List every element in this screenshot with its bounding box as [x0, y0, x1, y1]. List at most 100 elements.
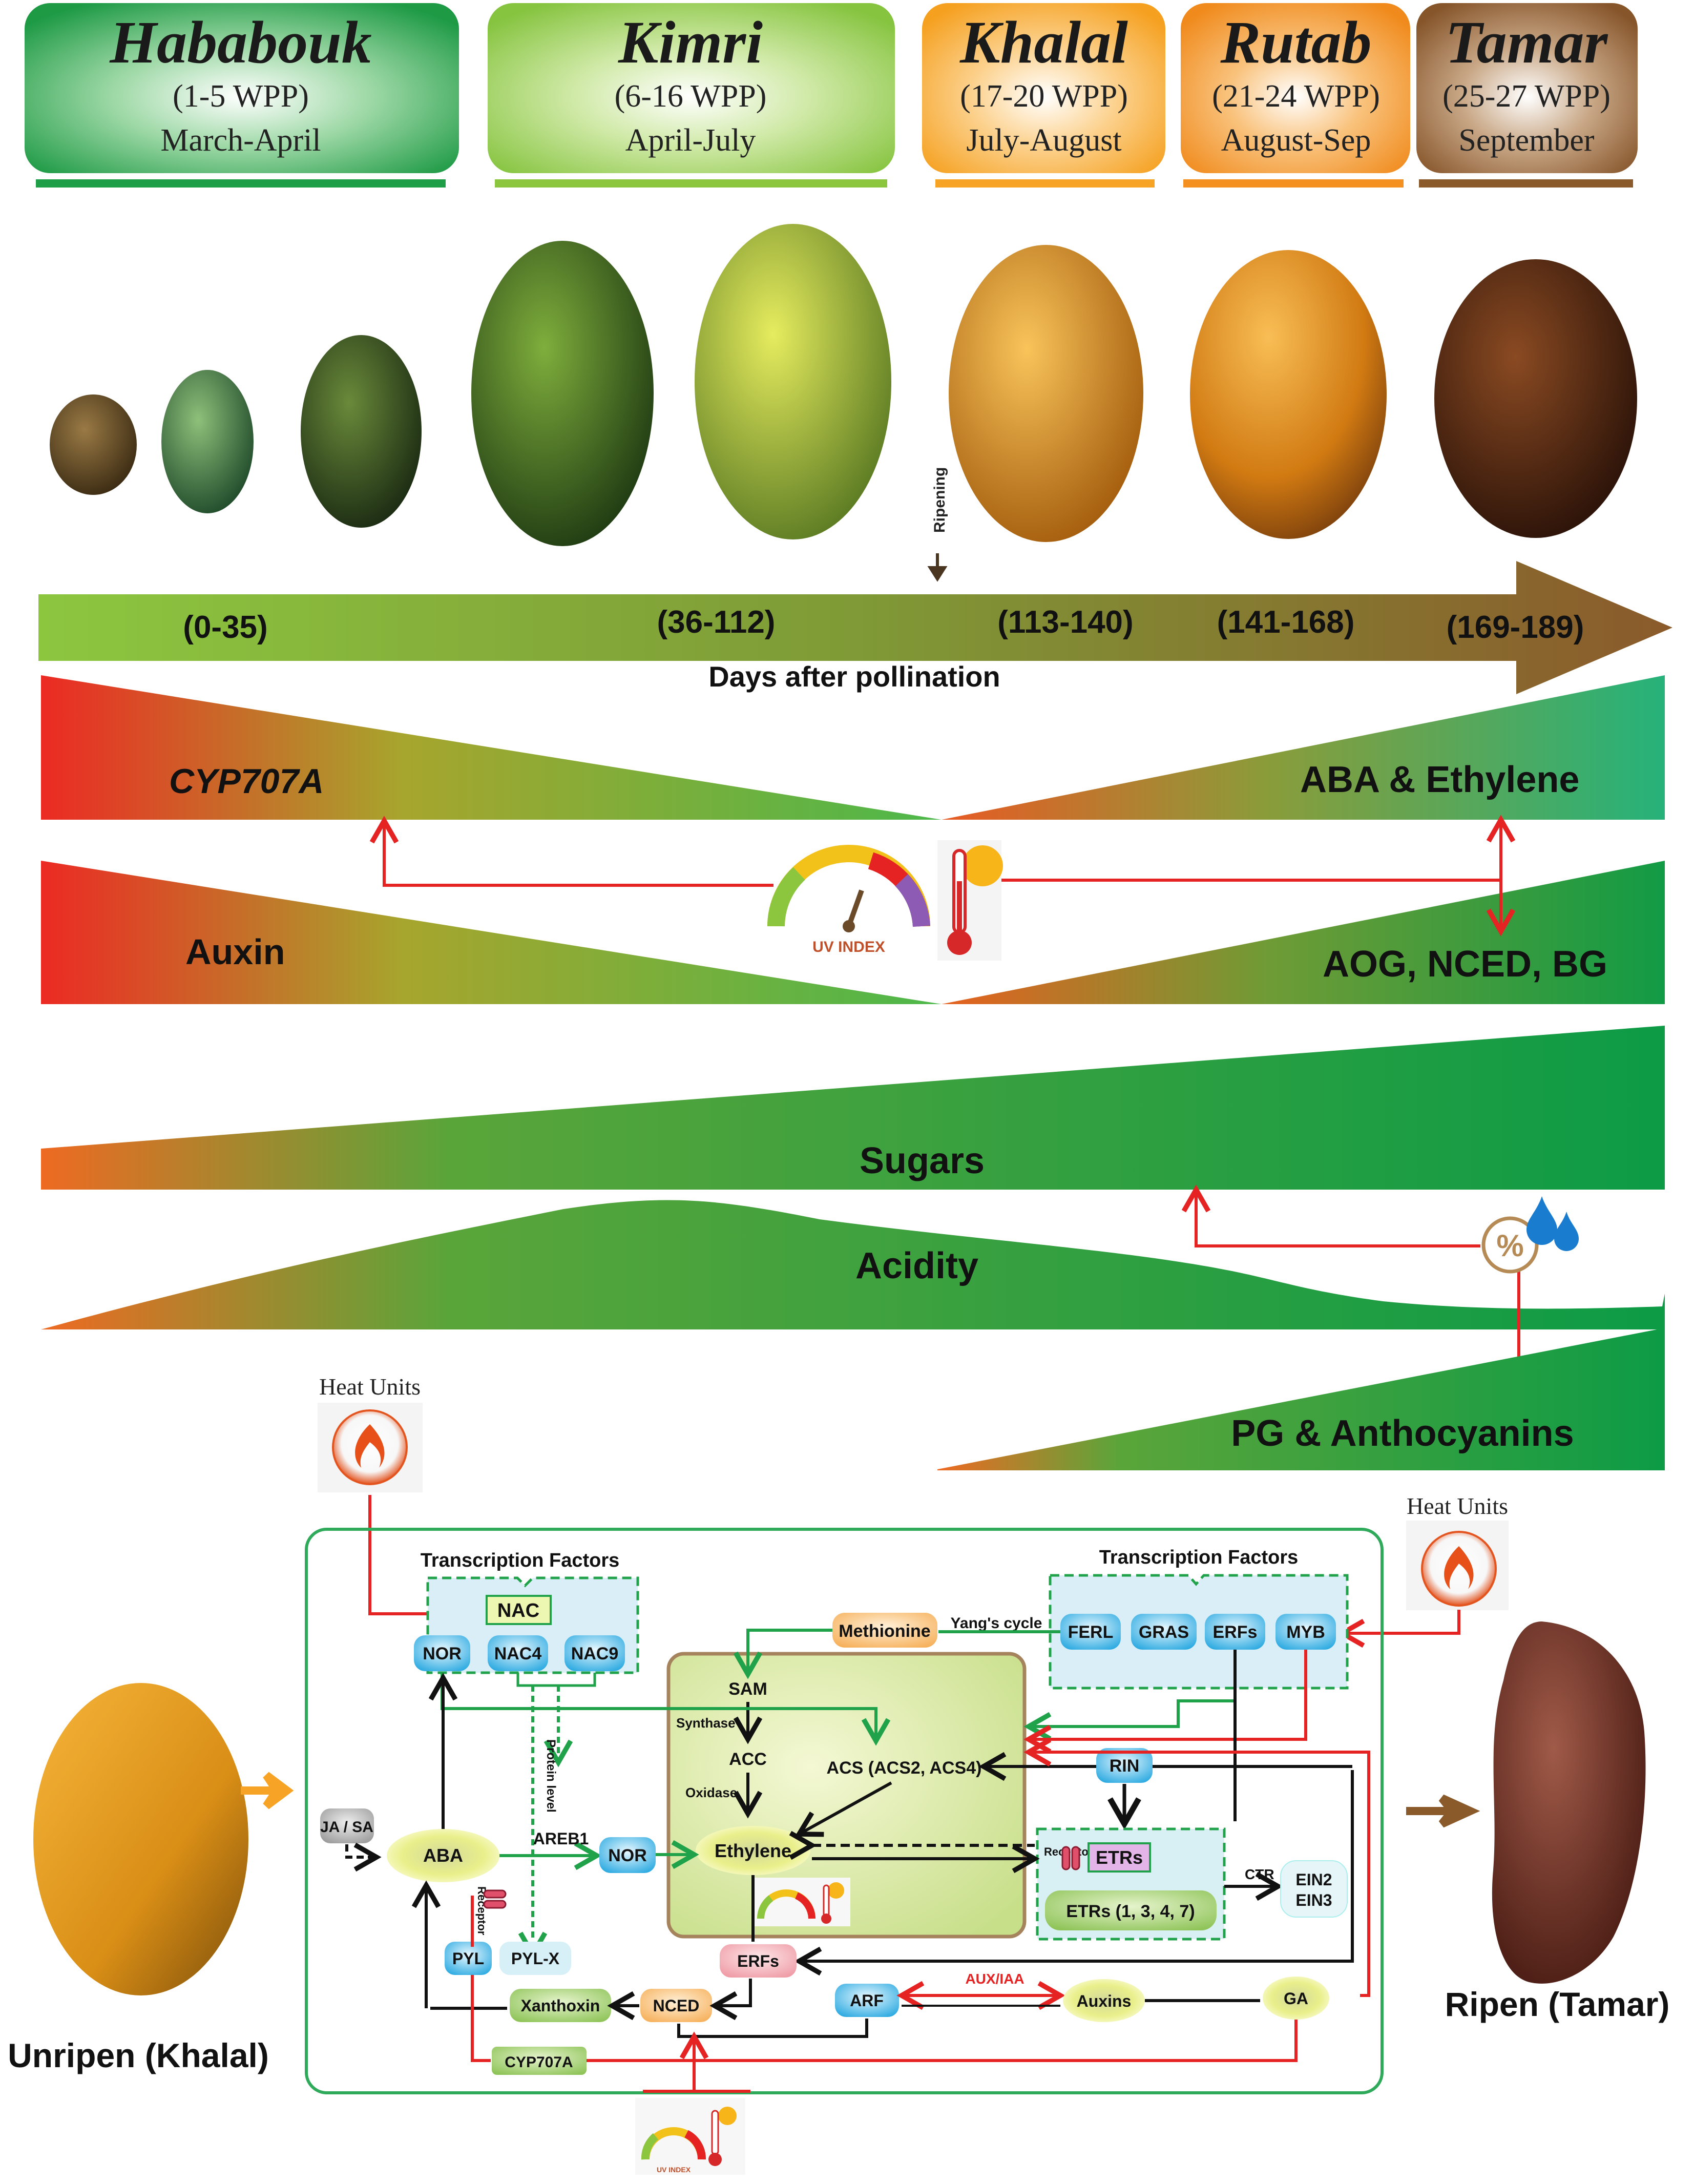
arrow-ga-to-ethylene-box — [1023, 1737, 1370, 1997]
stage-name: Rutab — [1220, 9, 1371, 76]
node-nac4-label: NAC4 — [494, 1644, 542, 1663]
stage-months: March-April — [160, 123, 321, 158]
fruit-rutab — [1190, 250, 1387, 539]
humidity-connector: % — [1181, 1184, 1579, 1409]
stage-header-hababouk: Hababouk (1-5 WPP) March-April — [25, 3, 459, 188]
node-gras — [1131, 1614, 1197, 1650]
stage-wpp: (25-27 WPP) — [1442, 79, 1611, 114]
fruit-kimri-2 — [695, 224, 891, 539]
fruit-tamar — [1434, 259, 1637, 538]
heat-units-right: Heat Units — [1337, 1493, 1509, 1648]
acc-label: ACC — [729, 1750, 767, 1769]
stage-months: September — [1458, 123, 1594, 158]
cyp707a-node: CYP707A — [492, 2047, 587, 2075]
trend-auxin — [41, 861, 942, 1004]
tf-right: Transcription Factors FERL GRAS ERFs MYB — [1049, 1547, 1349, 1690]
synthase-label: Synthase — [676, 1715, 736, 1731]
nced-node: NCED — [640, 1989, 712, 2022]
node-nac9-label: NAC9 — [571, 1644, 619, 1663]
ein2-label: EIN2 — [1295, 1870, 1332, 1889]
arrow-heat-to-myb — [1337, 1610, 1460, 1648]
protein-level-label: Protein level — [544, 1739, 558, 1813]
ripening-label: Ripening — [931, 467, 948, 533]
day-range: (141-168) — [1217, 605, 1355, 640]
node-nor — [414, 1635, 470, 1671]
node-nor-label: NOR — [423, 1644, 462, 1663]
aux-iaa-label: AUX/IAA — [965, 1971, 1024, 1987]
trend-aba-ethylene — [942, 675, 1665, 820]
humidity-percent: % — [1496, 1229, 1523, 1263]
ga-label: GA — [1284, 1989, 1308, 2008]
stage-header-khalal: Khalal (17-20 WPP) July-August — [922, 3, 1165, 188]
cyp707a-node-label: CYP707A — [505, 2054, 573, 2071]
acidity-label: Acidity — [855, 1245, 978, 1286]
etrs-list-label: ETRs (1, 3, 4, 7) — [1066, 1902, 1195, 1921]
line-arf-to-nced — [677, 2019, 868, 2038]
ripe-tamar-fruit — [1492, 1621, 1646, 1984]
node-pyl: PYL — [445, 1942, 492, 1975]
fruit-kimri-1 — [471, 241, 654, 546]
node-nor-mid: NOR — [599, 1837, 656, 1873]
arrow-box-to-ripe — [1406, 1794, 1480, 1828]
trend-sugars: Sugars — [41, 1026, 1665, 1190]
stage-wpp: (21-24 WPP) — [1212, 79, 1380, 114]
stage-wpp: (17-20 WPP) — [960, 79, 1128, 114]
fruit-row — [50, 224, 1637, 546]
acs-label: ACS (ACS2, ACS4) — [827, 1758, 982, 1778]
stage-name: Kimri — [618, 9, 763, 76]
methionine-node: Methionine Yang's cycle — [832, 1613, 1042, 1648]
ga-node: GA — [1263, 1977, 1329, 2020]
uv-index-icon: UV INDEX — [767, 845, 930, 955]
trend-acidity: Acidity — [41, 1200, 1665, 1329]
uv-connector: UV INDEX — [369, 815, 1516, 961]
aba-ethylene-label: ABA & Ethylene — [1300, 759, 1579, 800]
node-nac9 — [564, 1635, 625, 1671]
ein3-label: EIN3 — [1295, 1891, 1332, 1909]
arrow-erfs-to-nced — [709, 1979, 752, 2021]
arrow-myb-to-ethylene-box — [1023, 1650, 1307, 1754]
dashed-jasa-to-aba — [345, 1842, 382, 1872]
ethylene-label: Ethylene — [715, 1840, 791, 1861]
nor-mid-label: NOR — [608, 1846, 647, 1865]
stage-months: April-July — [625, 123, 756, 158]
xanthoxin-label: Xanthoxin — [521, 1996, 600, 2015]
arrow-uv-to-cyp — [369, 816, 773, 887]
red-line-cyp-to-pyl — [471, 1896, 491, 2062]
unripe-label: Unripen (Khalal) — [8, 2036, 269, 2074]
rin-label: RIN — [1110, 1756, 1140, 1776]
uv-index-label: UV INDEX — [812, 939, 885, 955]
trend-aog-nced-bg — [942, 861, 1665, 1004]
arf-label: ARF — [850, 1991, 884, 2010]
auxins-node: Auxins — [1063, 1979, 1145, 2022]
aog-label: AOG, NCED, BG — [1323, 944, 1607, 985]
node-ferl — [1060, 1614, 1121, 1650]
ripening-arrow — [927, 553, 948, 582]
ethylene-uv-icon — [753, 1878, 850, 1926]
etr-receptor-box: Receptor ETRs ETRs (1, 3, 4, 7) — [1036, 1827, 1226, 1941]
methionine-label: Methionine — [839, 1621, 930, 1641]
nac-label: NAC — [497, 1600, 539, 1621]
tf-left: Transcription Factors NAC NOR NAC4 NAC9 — [414, 1550, 639, 1674]
oxidase-label: Oxidase — [685, 1785, 737, 1800]
arrow-to-erfs-lower — [794, 1770, 1354, 1976]
pylx-label: PYL-X — [511, 1949, 560, 1968]
stage-header-tamar: Tamar (25-27 WPP) September — [1416, 3, 1638, 188]
ripe-label: Ripen (Tamar) — [1445, 1985, 1670, 2023]
fruit-khalal — [949, 245, 1143, 542]
red-line-cyp-to-ga — [587, 2019, 1298, 2062]
nac-bracket — [516, 1673, 596, 1687]
uv-input-bottom: UV INDEX — [635, 2031, 750, 2175]
stage-name: Hababouk — [109, 9, 371, 76]
day-range: (0-35) — [183, 610, 267, 645]
yangs-cycle-label: Yang's cycle — [951, 1615, 1042, 1632]
fire-icon — [1421, 1531, 1497, 1607]
pyl-label: PYL — [452, 1949, 484, 1968]
nced-label: NCED — [653, 1996, 700, 2015]
pg-anthocyanins-label: PG & Anthocyanins — [1231, 1413, 1574, 1454]
humidity-icon: % — [1481, 1196, 1579, 1274]
trend-cyp707a — [41, 675, 942, 820]
pathway-box — [305, 1528, 1384, 2094]
tf-title: Transcription Factors — [1099, 1547, 1299, 1568]
stage-header-kimri: Kimri (6-16 WPP) April-July — [488, 3, 895, 188]
sugars-label: Sugars — [860, 1140, 985, 1181]
